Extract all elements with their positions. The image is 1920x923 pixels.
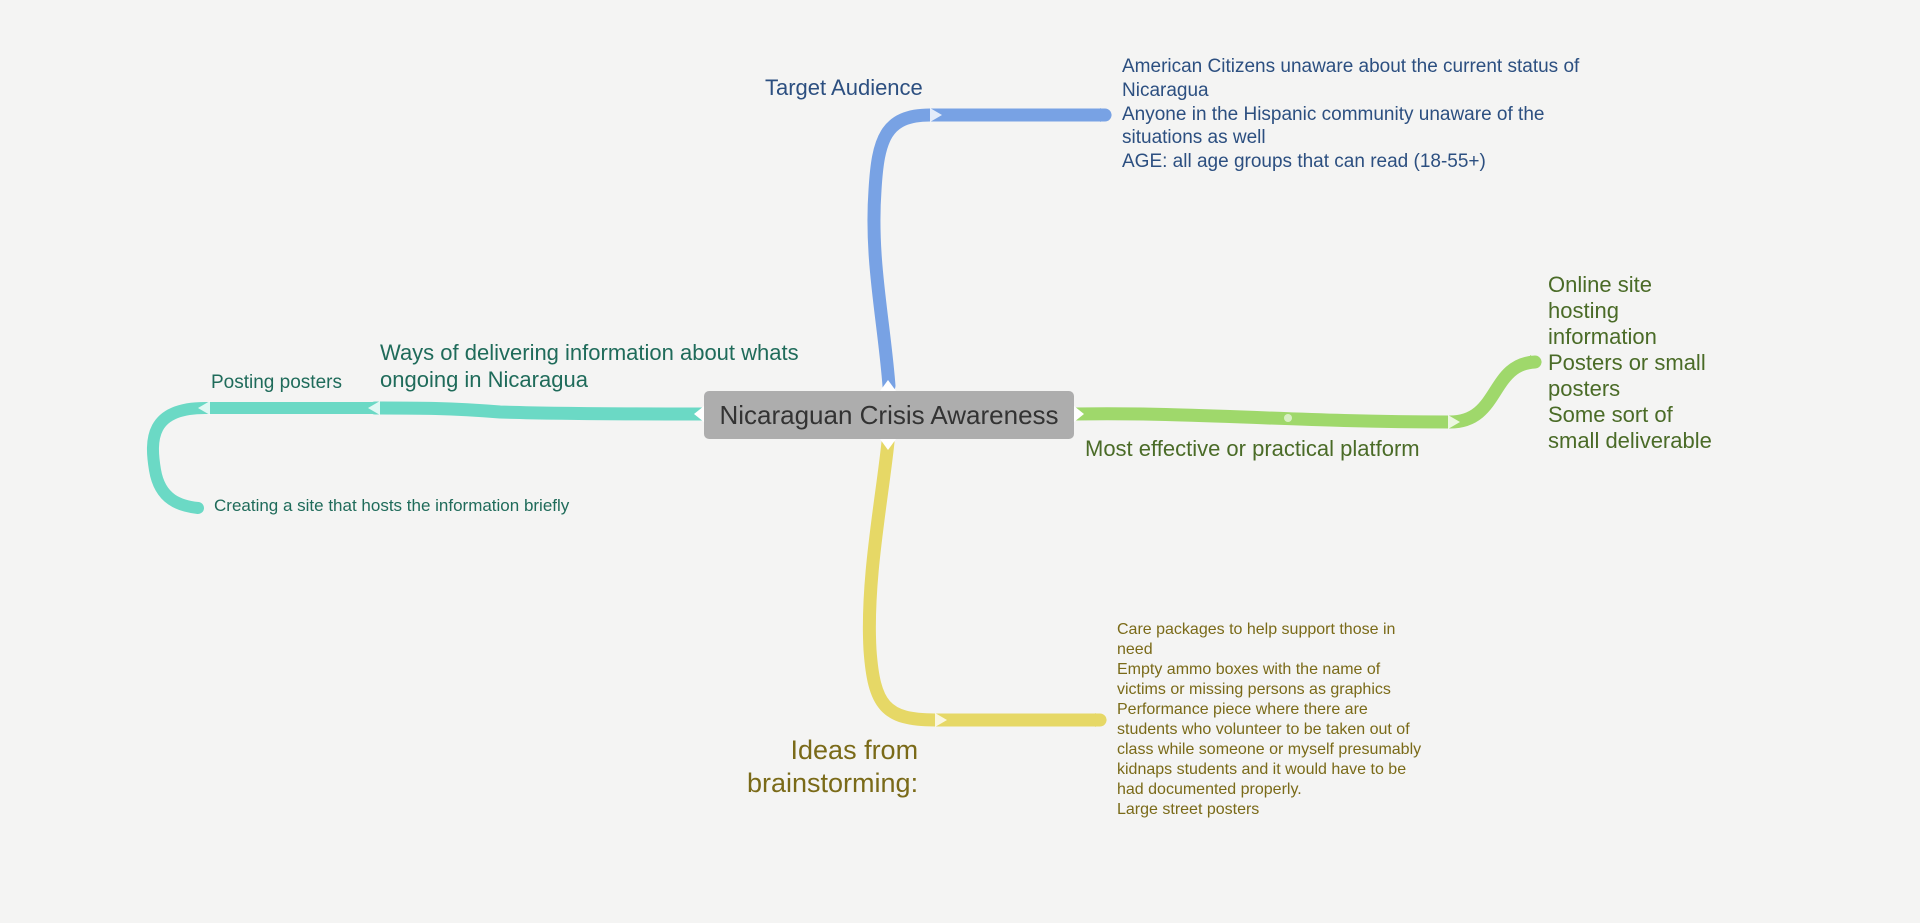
target-audience-label[interactable]: Target Audience (765, 75, 923, 100)
detail-line: AGE: all age groups that can read (18-55… (1122, 151, 1486, 172)
detail-line: American Citizens unaware about the curr… (1122, 56, 1580, 77)
detail-line: victims or missing persons as graphics (1117, 681, 1391, 698)
central-notch-left (694, 406, 704, 422)
detail-line: posters (1548, 375, 1621, 401)
detail-line: Online site (1548, 272, 1652, 297)
ideas-details[interactable]: Care packages to help support those in n… (1117, 620, 1421, 820)
ideas-arrow (1095, 713, 1107, 727)
target-audience-junction (930, 108, 942, 122)
target-audience-arrow (1100, 108, 1112, 122)
delivery-label[interactable]: Ways of delivering information about wha… (380, 340, 799, 394)
detail-line: small deliverable (1548, 427, 1712, 453)
detail-line: hosting (1548, 297, 1619, 323)
target-audience-connector (867, 108, 1112, 393)
detail-line: information (1548, 323, 1657, 349)
platform-junction (1448, 415, 1460, 429)
delivery-sub-connector (147, 402, 381, 514)
platform-junction-dot (1284, 414, 1292, 422)
detail-line: Nicaragua (1122, 79, 1209, 101)
detail-line: students who volunteer to be taken out o… (1117, 721, 1410, 738)
central-notch-top (880, 380, 896, 391)
delivery-connector (368, 401, 711, 421)
detail-line: had documented properly. (1117, 781, 1302, 798)
platform-connector (1067, 355, 1542, 429)
detail-line: Empty ammo boxes with the name of (1117, 661, 1381, 678)
central-notch-bottom (880, 439, 896, 450)
delivery-junction (368, 401, 380, 415)
label-line: Ideas from (790, 735, 919, 765)
detail-line: situations as well (1122, 127, 1266, 149)
delivery-posters-junction (198, 401, 210, 415)
ideas-junction (935, 713, 947, 727)
platform-label[interactable]: Most effective or practical platform (1085, 436, 1420, 461)
central-notch-right (1074, 406, 1084, 422)
detail-line: kidnaps students and it would have to be (1117, 761, 1407, 778)
target-audience-details[interactable]: American Citizens unaware about the curr… (1122, 55, 1579, 174)
detail-line: Some sort of (1548, 401, 1673, 427)
delivery-creating-site[interactable]: Creating a site that hosts the informati… (214, 496, 570, 515)
detail-line: Large street posters (1117, 801, 1260, 818)
label-line: ongoing in Nicaragua (380, 366, 588, 392)
label-line: brainstorming: (747, 767, 919, 798)
platform-arrow (1530, 355, 1542, 369)
detail-line: class while someone or myself presumably (1117, 741, 1422, 758)
central-topic[interactable]: Nicaraguan Crisis Awareness (704, 391, 1074, 439)
label-line: Ways of delivering information about wha… (380, 340, 799, 365)
platform-details[interactable]: Online site hosting information Posters … (1548, 272, 1712, 454)
detail-line: Care packages to help support those in (1117, 621, 1396, 638)
detail-line: Performance piece where there are (1117, 701, 1368, 718)
detail-line: Posters or small (1548, 349, 1706, 375)
ideas-label[interactable]: Ideas from brainstorming: (747, 734, 918, 800)
delivery-posting-posters[interactable]: Posting posters (211, 372, 342, 393)
detail-line: Anyone in the Hispanic community unaware… (1122, 103, 1545, 125)
detail-line: need (1117, 641, 1153, 658)
ideas-connector (862, 435, 1107, 727)
